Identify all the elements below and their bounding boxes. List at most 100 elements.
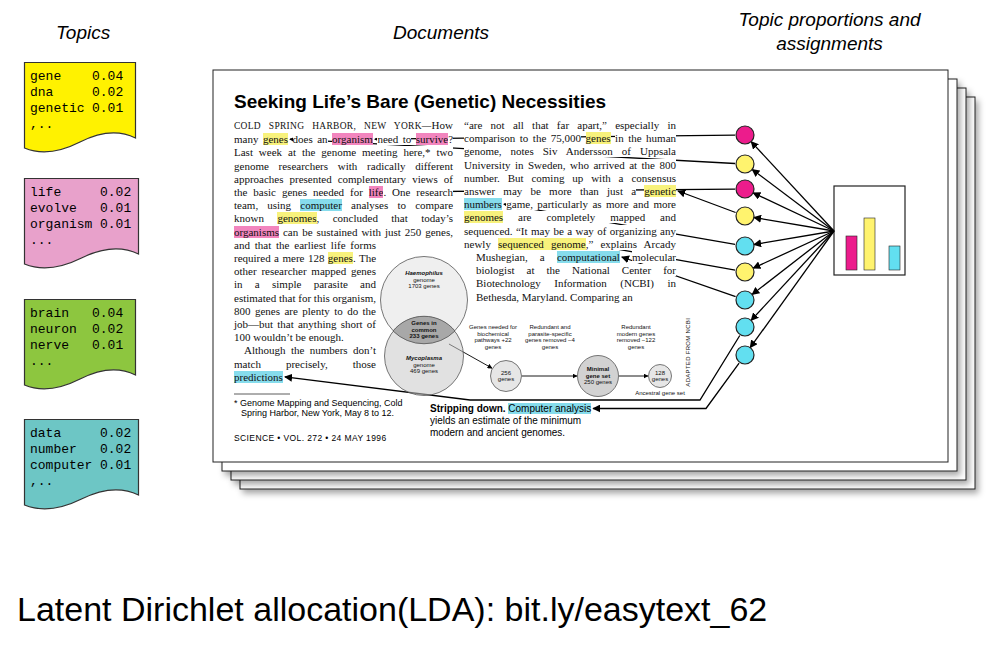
circle-shape [381, 257, 468, 344]
note-row: data0.02 [30, 426, 133, 442]
note-content: brain0.04neuron 0.02nerve0.01... [24, 299, 136, 370]
histogram-bar [846, 236, 857, 270]
topic-word: data [30, 426, 61, 441]
highlighted-word: survive [416, 133, 448, 145]
circle-shape [649, 365, 672, 388]
figure-text: 469 genes [396, 368, 452, 375]
paragraph: “are not all that far apart,” especially… [464, 119, 676, 304]
footnote-rule [234, 394, 290, 395]
topic-weight: 0.04 [92, 306, 123, 322]
topic-word: dna [30, 85, 53, 100]
column-heading: Documents [393, 21, 489, 45]
diagram-caption: Latent Dirichlet allocation(LDA): bit.ly… [17, 588, 767, 630]
figure-text: 233 genes [404, 333, 444, 340]
highlighted-word: Computer analysis [508, 403, 591, 414]
proportion-arrow [752, 231, 834, 295]
topic-weight: 0.01 [100, 201, 131, 217]
figure-text: 256 genes [493, 370, 519, 383]
figure-text: genome [394, 277, 454, 284]
proportion-arrow [752, 169, 834, 231]
topic-weight: 0.02 [100, 442, 131, 458]
topic-weight: 0.01 [100, 217, 131, 233]
proportion-arrow [751, 142, 834, 231]
note-shape [25, 420, 139, 509]
figure-text: genome [396, 362, 452, 369]
topic-word: neuron [30, 322, 77, 337]
note-row: ,.. [30, 474, 133, 490]
shape-text: 256 genes [493, 370, 519, 383]
topic-word: computer [30, 458, 92, 473]
footnote: * Genome Mapping and Sequencing, Cold Sp… [234, 398, 404, 418]
highlighted-word: genomes [277, 212, 316, 224]
highlighted-word: genes [263, 133, 288, 145]
figure-caption: Stripping down. Computer analysis yields… [430, 403, 606, 439]
note-content: life0.02evolve0.01organism0.01... [24, 178, 139, 249]
highlighted-word: genes [586, 132, 611, 144]
highlighted-word: predictions [234, 371, 283, 383]
topic-assignment-dot [736, 126, 754, 144]
assignment-arrow [678, 191, 736, 213]
topic-weight: 0.02 [92, 322, 123, 338]
note-shape [25, 63, 136, 152]
topic-weight: 0.01 [100, 458, 131, 474]
topic-weight: 0.02 [92, 85, 123, 101]
note-row: genetic0.01 [30, 101, 130, 117]
topic-note: gene0.04dna0.02genetic0.01,.. [24, 62, 136, 152]
topic-assignment-dot [736, 346, 754, 364]
topic-assignment-dot [736, 155, 754, 173]
circle-shape [578, 356, 619, 397]
note-row: brain0.04 [30, 306, 130, 322]
topic-assignment-dot [736, 180, 754, 198]
topic-word: ... [30, 354, 53, 369]
note-row: neuron 0.02 [30, 322, 130, 338]
flow-arrow [619, 376, 648, 377]
circle-shape [385, 317, 464, 396]
topic-note: life0.02evolve0.01organism0.01... [24, 178, 139, 268]
edge-label: Redundant modern genes removed −122 gene… [612, 324, 660, 350]
topic-word: ... [30, 233, 53, 248]
highlighted-word: genomes [464, 211, 503, 223]
note-row: dna 0.02 [30, 85, 130, 101]
note-row: evolve0.01 [30, 201, 133, 217]
topic-word: gene [30, 69, 61, 84]
topic-word: life [30, 185, 61, 200]
figure-label: Ancestral gene set [635, 390, 685, 397]
figure-text: 128 genes [650, 370, 670, 383]
histogram-frame [834, 186, 905, 275]
caption-text: yields an estimate of the minimum modern… [430, 415, 581, 438]
caption-text: Stripping down. [430, 403, 506, 414]
body-text: game, particularly as more and more [506, 198, 676, 210]
topic-weight: 0.02 [100, 185, 131, 201]
note-shape [25, 300, 136, 389]
highlighted-word: life [369, 186, 384, 198]
highlighted-word: computer [300, 199, 342, 211]
article-title: Seeking Life’s Bare (Genetic) Necessitie… [234, 91, 606, 113]
note-row: ... [30, 233, 133, 249]
shape-text: Haemophilusgenome1703 genes [394, 270, 454, 290]
highlighted-word: genes [328, 252, 353, 264]
topic-assignment-dot [736, 237, 754, 255]
body-text: Although the numbers don’t match precise… [234, 344, 376, 369]
document-page: Seeking Life’s Bare (Genetic) Necessitie… [213, 70, 948, 462]
body-text: , concluded that today’s [317, 212, 454, 224]
edge-label: Genes needed for biochemical pathways +2… [467, 324, 519, 350]
column-heading: Topics [56, 21, 110, 45]
highlighted-word: numbers [464, 198, 502, 210]
figure-text: Haemophilus [394, 270, 454, 277]
body-text: does an [293, 133, 328, 145]
topic-weight: 0.01 [92, 101, 123, 117]
proportion-arrow [751, 231, 834, 320]
proportion-arrow [754, 218, 834, 232]
text-column: “are not all that far apart,” especially… [464, 119, 676, 402]
topic-weight: 0.01 [92, 338, 123, 354]
highlighted-word: computational [557, 251, 620, 263]
note-row: nerve0.01 [30, 338, 130, 354]
note-row: number0.02 [30, 442, 133, 458]
genome-circle: 128 genes [648, 364, 672, 388]
figure-text: 250 genes [581, 379, 615, 386]
topic-assignment-dot [736, 207, 754, 225]
circle-shape [491, 361, 522, 392]
journal-footer: SCIENCE • VOL. 272 • 24 MAY 1996 [234, 433, 387, 443]
body-text: . The other researcher mapped genes in a… [234, 252, 376, 343]
histogram-bar [889, 246, 900, 270]
